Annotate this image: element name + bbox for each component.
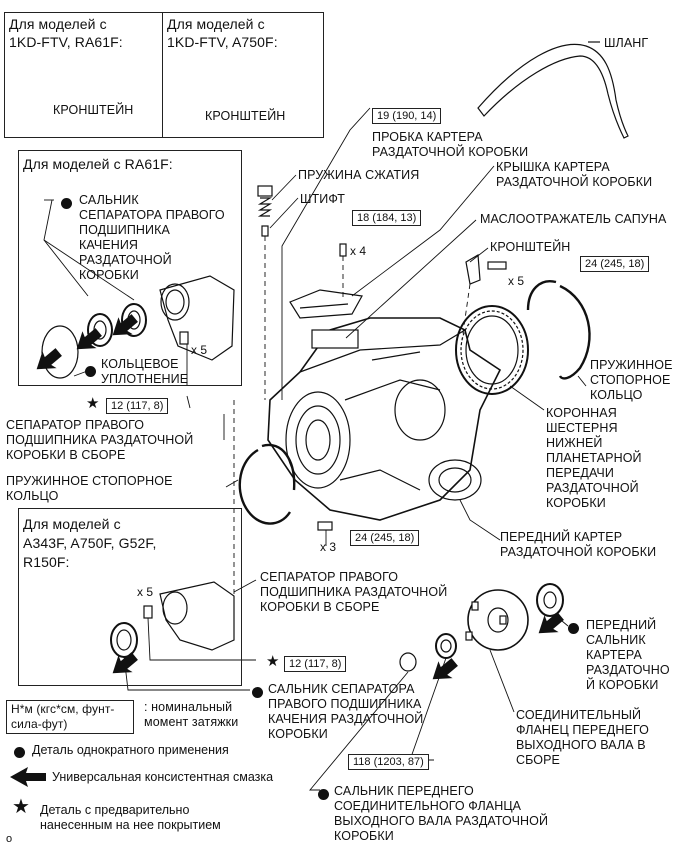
model-box-title: Для моделей с A343F, A750F, G52F, R150F: xyxy=(23,516,157,570)
legend-units-box: Н*м (кгс*см, фунт- сила-фут) xyxy=(6,700,134,734)
flange-part xyxy=(467,589,529,651)
front-case-bolt-quantity: x 3 xyxy=(320,540,337,554)
grease-arrow-icon xyxy=(112,652,138,674)
precoated-star-icon: ★ xyxy=(266,653,280,670)
model-box-title: Для моделей с 1KD-FTV, RA61F: xyxy=(9,16,123,50)
legend-single-use: Деталь однократного применения xyxy=(32,743,229,757)
front-seal-label: ПЕРЕДНИЙ САЛЬНИК КАРТЕРА РАЗДАТОЧНО Й КО… xyxy=(586,618,670,692)
hose-label: ШЛАНГ xyxy=(604,36,649,50)
legend-units-text: Н*м (кгс*см, фунт- сила-фут) xyxy=(11,702,115,731)
model-box-a343f: Для моделей с A343F, A750F, G52F, R150F:… xyxy=(18,508,242,686)
cover-bolt-quantity: x 4 xyxy=(350,244,367,258)
legend-precoated: Деталь с предварительно нанесенным на не… xyxy=(40,803,221,832)
hose-part xyxy=(477,43,629,139)
model-box-1kd-a750f: Для моделей с 1KD-FTV, A750F: КРОНШТЕЙН xyxy=(162,12,324,138)
breather-label: МАСЛООТРАЖАТЕЛЬ САПУНА xyxy=(480,212,667,226)
right-separator-label: СЕПАРАТОР ПРАВОГО ПОДШИПНИКА РАЗДАТОЧНОЙ… xyxy=(6,418,194,462)
ring-gear-label: КОРОННАЯ ШЕСТЕРНЯ НИЖНЕЙ ПЛАНЕТАРНОЙ ПЕР… xyxy=(546,406,642,510)
front-case-label: ПЕРЕДНИЙ КАРТЕР РАЗДАТОЧНОЙ КОРОБКИ xyxy=(500,530,657,559)
flange-seal-label: САЛЬНИК ПЕРЕДНЕГО СОЕДИНИТЕЛЬНОГО ФЛАНЦА… xyxy=(334,784,549,843)
spring-label: ПРУЖИНА СЖАТИЯ xyxy=(298,168,420,182)
grease-arrow-icon xyxy=(112,314,138,336)
single-use-dot-icon xyxy=(568,620,584,638)
case-cover-part xyxy=(289,289,363,319)
grease-arrow-icon xyxy=(36,348,62,370)
snap-ring-left xyxy=(238,443,296,525)
model-box-ra61f: Для моделей с RA61F: САЛЬНИК СЕПАРАТОРА … xyxy=(18,150,242,386)
model-box-title: Для моделей с RA61F: xyxy=(23,156,173,172)
o-ring-label: КОЛЬЦЕВОЕ УПЛОТНЕНИЕ xyxy=(101,357,189,386)
bolt-quantity: x 5 xyxy=(137,585,154,599)
legend-grease: Универсальная консистентная смазка xyxy=(52,770,274,784)
torque-right-separator: 12 (117, 8) xyxy=(106,398,169,414)
model-box-title: Для моделей с 1KD-FTV, A750F: xyxy=(167,16,278,50)
legend-units-desc: : номинальный момент затяжки xyxy=(144,700,239,729)
grease-arrow-icon xyxy=(538,612,564,634)
torque-bracket: 24 (245, 18) xyxy=(580,256,650,272)
torque-cover: 18 (184, 13) xyxy=(352,210,422,226)
transfer-case-body xyxy=(267,317,502,521)
cover-label: КРЫШКА КАРТЕРА РАЗДАТОЧНОЙ КОРОБКИ xyxy=(496,160,653,189)
model-box-1kd-ra61f: Для моделей с 1KD-FTV, RA61F: КРОНШТЕЙН xyxy=(4,12,164,138)
separator-seal-lower-label: САЛЬНИК СЕПАРАТОРА ПРАВОГО ПОДШИПНИКА КА… xyxy=(268,682,424,741)
grease-arrow-icon xyxy=(76,328,102,350)
precoated-star-icon: ★ xyxy=(86,395,100,412)
ring-gear-part xyxy=(455,305,529,395)
separator-seal-label: САЛЬНИК СЕПАРАТОРА ПРАВОГО ПОДШИПНИКА КА… xyxy=(79,193,225,282)
bracket-label: КРОНШТЕЙН xyxy=(205,109,286,123)
flange-label: СОЕДИНИТЕЛЬНЫЙ ФЛАНЕЦ ПЕРЕДНЕГО ВЫХОДНОГ… xyxy=(516,708,649,767)
footer-mark: o xyxy=(6,833,13,845)
grease-arrow-icon xyxy=(10,767,46,787)
bracket-label-main: КРОНШТЕЙН xyxy=(490,240,571,254)
pin-label: ШТИФТ xyxy=(300,192,346,206)
single-use-dot-icon xyxy=(61,195,77,213)
torque-right-separator-lower: 12 (117, 8) xyxy=(284,656,347,672)
bracket-bolt-quantity: x 5 xyxy=(508,274,525,288)
torque-plug: 19 (190, 14) xyxy=(372,108,442,124)
single-use-dot-icon xyxy=(318,786,334,804)
single-use-dot-icon xyxy=(14,744,30,762)
snap-ring-right xyxy=(526,280,591,380)
single-use-dot-icon xyxy=(252,684,268,702)
snap-ring-left-label: ПРУЖИННОЕ СТОПОРНОЕ КОЛЬЦО xyxy=(6,474,173,503)
snap-ring-right-label: ПРУЖИННОЕ СТОПОРНОЕ КОЛЬЦО xyxy=(590,358,673,402)
single-use-dot-icon xyxy=(85,363,101,381)
torque-front-case: 24 (245, 18) xyxy=(350,530,420,546)
grease-arrow-icon xyxy=(432,658,458,680)
bolt-quantity: x 5 xyxy=(191,343,208,357)
right-separator-lower-label: СЕПАРАТОР ПРАВОГО ПОДШИПНИКА РАЗДАТОЧНОЙ… xyxy=(260,570,448,614)
precoated-star-icon: ★ xyxy=(12,796,30,818)
bracket-label: КРОНШТЕЙН xyxy=(53,103,134,117)
torque-flange-nut: 118 (1203, 87) xyxy=(348,754,429,770)
plug-label: ПРОБКА КАРТЕРА РАЗДАТОЧНОЙ КОРОБКИ xyxy=(372,130,529,159)
